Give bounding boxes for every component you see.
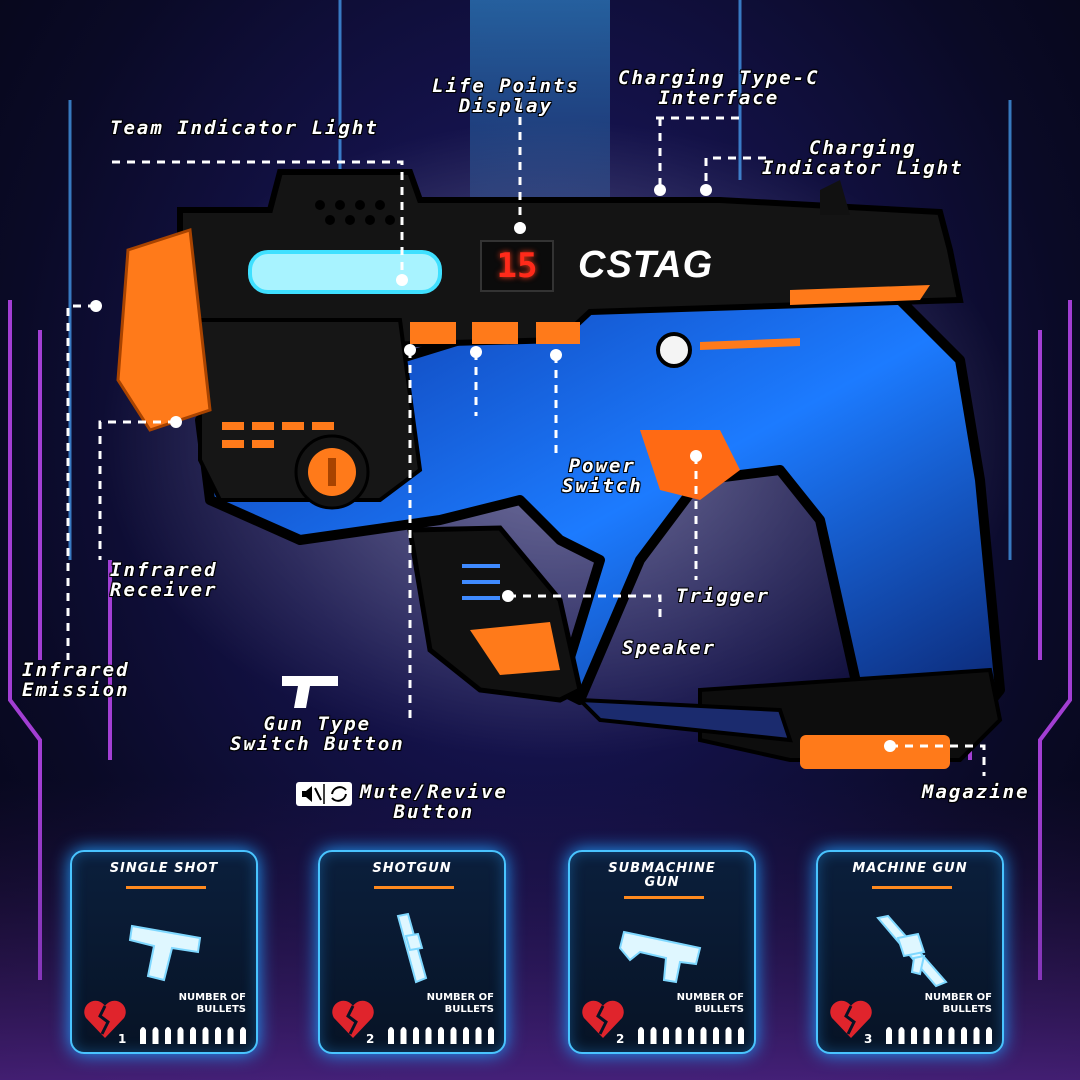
shotgun-icon <box>396 912 428 984</box>
mode-gun-icon <box>610 908 718 988</box>
mode-card: SHOTGUN 2 NUMBER OF BULLETS <box>318 850 506 1054</box>
mode-title: MACHINE GUN <box>852 861 968 876</box>
broken-heart-icon <box>332 1000 374 1038</box>
bullet-row <box>638 1027 744 1044</box>
bullet-icon <box>240 1027 246 1044</box>
mode-divider <box>374 886 454 889</box>
bullets-label: NUMBER OF BULLETS <box>178 992 246 1015</box>
mode-card: SINGLE SHOT 1 NUMBER OF BULLETS <box>70 850 258 1054</box>
broken-heart-icon <box>82 998 128 1040</box>
bullet-icon <box>923 1027 930 1044</box>
bullets-label: NUMBER OF BULLETS <box>676 992 744 1015</box>
bullet-row <box>140 1027 246 1044</box>
broken-heart-icon <box>580 998 626 1040</box>
bullet-icon <box>650 1027 657 1044</box>
bullet-icon <box>713 1027 719 1044</box>
bullet-icon <box>638 1027 644 1044</box>
bullet-icon <box>388 1027 394 1044</box>
bullet-icon <box>738 1027 744 1044</box>
label-power-switch: Power Switch <box>562 455 643 497</box>
bullet-icon <box>400 1027 407 1044</box>
bullet-icon <box>450 1027 457 1044</box>
bullet-icon <box>725 1027 732 1044</box>
broken-heart-icon <box>84 1000 126 1038</box>
bullet-icon <box>215 1027 221 1044</box>
label-gun-type-switch: Gun Type Switch Button <box>230 713 405 755</box>
label-infrared-receiver: Infrared Receiver <box>110 559 218 601</box>
broken-heart-icon <box>582 1000 624 1038</box>
machine-gun-icon <box>876 914 948 988</box>
label-mute-revive: Mute/Revive Button <box>360 781 508 823</box>
submachine-gun-icon <box>618 930 702 984</box>
label-infrared-emission: Infrared Emission <box>22 659 130 701</box>
bullets-label: NUMBER OF BULLETS <box>924 992 992 1015</box>
mode-divider <box>126 886 206 889</box>
bullet-icon <box>961 1027 967 1044</box>
mute-icon <box>302 786 312 802</box>
mode-title: SUBMACHINE GUN <box>608 861 716 890</box>
bullet-icon <box>948 1027 955 1044</box>
brand-logo: CSTAG <box>578 244 714 286</box>
bullet-icon <box>227 1027 234 1044</box>
bullet-icon <box>688 1027 694 1044</box>
bullet-icon <box>675 1027 682 1044</box>
magazine-cap <box>800 735 950 769</box>
label-team-indicator-light: Team Indicator Light <box>110 117 379 139</box>
bullet-icon <box>911 1027 917 1044</box>
mode-title: SHOTGUN <box>372 861 452 876</box>
mode-gun-icon <box>112 908 220 988</box>
revive-icon <box>331 786 347 802</box>
mode-card: SUBMACHINE GUN 2 NUMBER OF BULLETS <box>568 850 756 1054</box>
mode-divider <box>624 896 704 899</box>
bullet-icon <box>202 1027 209 1044</box>
mode-title: SINGLE SHOT <box>109 861 219 876</box>
bullet-icon <box>165 1027 171 1044</box>
bullet-icon <box>190 1027 196 1044</box>
mode-lives: 2 <box>616 1032 625 1046</box>
broken-heart-icon <box>830 1000 872 1038</box>
label-charging-indicator-light: Charging Indicator Light <box>762 137 964 179</box>
life-points-display: 15 <box>480 240 554 292</box>
bullet-icon <box>177 1027 184 1044</box>
bullet-icon <box>463 1027 469 1044</box>
bullet-icon <box>886 1027 892 1044</box>
team-indicator-light <box>248 250 442 294</box>
pistol-icon <box>282 676 338 708</box>
label-magazine: Magazine <box>922 781 1030 803</box>
bullets-label: NUMBER OF BULLETS <box>426 992 494 1015</box>
label-trigger: Trigger <box>676 585 771 607</box>
bullet-icon <box>413 1027 419 1044</box>
bullet-icon <box>140 1027 146 1044</box>
bullet-row <box>388 1027 494 1044</box>
bullet-icon <box>936 1027 942 1044</box>
bullet-icon <box>700 1027 707 1044</box>
bullet-icon <box>475 1027 482 1044</box>
mode-gun-icon <box>360 908 468 988</box>
bullet-icon <box>986 1027 992 1044</box>
mode-lives: 2 <box>366 1032 375 1046</box>
mode-divider <box>872 886 952 889</box>
mode-lives: 3 <box>864 1032 873 1046</box>
broken-heart-icon <box>828 998 874 1040</box>
mode-gun-icon <box>858 908 966 988</box>
bullet-icon <box>898 1027 905 1044</box>
pistol-icon <box>128 924 202 982</box>
label-life-points-display: Life Points Display <box>432 75 580 117</box>
broken-heart-icon <box>330 998 376 1040</box>
bullet-icon <box>425 1027 432 1044</box>
mode-lives: 1 <box>118 1032 127 1046</box>
bullet-icon <box>663 1027 669 1044</box>
mode-card: MACHINE GUN 3 NUMBER OF BULLETS <box>816 850 1004 1054</box>
bullet-icon <box>488 1027 494 1044</box>
label-speaker: Speaker <box>622 637 717 659</box>
bullet-icon <box>973 1027 980 1044</box>
label-charging-type-c: Charging Type-C Interface <box>618 67 820 109</box>
bullet-icon <box>152 1027 159 1044</box>
mute-revive-icon <box>296 782 352 806</box>
bullet-row <box>886 1027 992 1044</box>
bullet-icon <box>438 1027 444 1044</box>
